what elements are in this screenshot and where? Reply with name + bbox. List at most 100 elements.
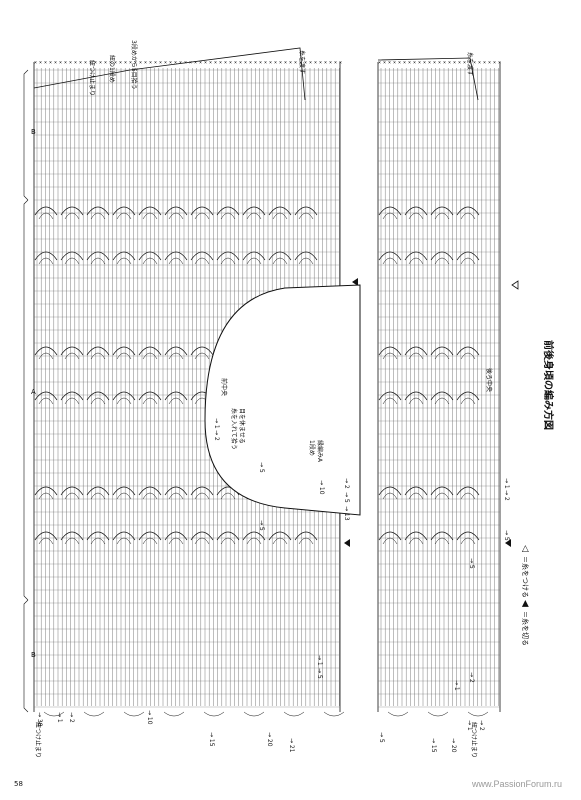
left-shell-inner (194, 212, 210, 220)
left-chain-mark: × (169, 60, 172, 66)
left-shell-inner (90, 352, 106, 360)
right-shell-inner (434, 212, 450, 220)
left-shell-inner (168, 212, 184, 220)
right-shell-inner (408, 537, 424, 545)
left-chain-mark: × (334, 60, 337, 66)
right-row-marker: → 5 (503, 530, 510, 541)
right-row-marker: → 2 (478, 720, 485, 731)
right-edge-arc (427, 711, 449, 717)
left-chain-mark: × (244, 60, 247, 66)
left-shell-motif (60, 251, 84, 261)
right-panel-stitch-grid: ××××××××××××××××××××××××× (377, 57, 519, 717)
legend-cut-symbol: ◀ (520, 600, 530, 607)
section-label-b-top: B (31, 128, 36, 136)
left-row-marker: → 10 (318, 480, 325, 495)
left-shell-motif (60, 206, 84, 216)
left-chain-mark: × (284, 60, 287, 66)
left-chain-mark: × (149, 60, 152, 66)
right-chain-mark: × (388, 60, 391, 66)
left-chain-mark: × (294, 60, 297, 66)
left-row-marker: → 13 (343, 506, 350, 521)
left-shell-inner (194, 537, 210, 545)
left-shell-inner (38, 492, 54, 500)
right-row-markers: → 1→ 2→ 5→ 5→ 2→ 1→ 5→ 15→ 20→ 1→ 2 (378, 478, 510, 753)
left-shell-motif (60, 531, 84, 541)
right-shell-inner (434, 397, 450, 405)
left-shell-inner (64, 352, 80, 360)
left-edge-arc (83, 711, 105, 717)
right-shell-motif (378, 486, 402, 496)
right-shell-inner (408, 397, 424, 405)
right-chain-mark: × (488, 60, 491, 66)
left-shell-motif (86, 391, 110, 401)
left-shell-inner (38, 212, 54, 220)
left-shell-motif (138, 346, 162, 356)
right-row-marker: → 5 (378, 732, 385, 743)
right-shell-inner (460, 257, 476, 265)
left-chain-mark: × (69, 60, 72, 66)
left-shell-motif (138, 531, 162, 541)
left-shell-inner (90, 492, 106, 500)
left-shell-motif (216, 251, 240, 261)
right-chain-mark: × (408, 60, 411, 66)
left-chain-mark: × (199, 60, 202, 66)
left-chain-mark: × (59, 60, 62, 66)
left-row-marker: → 2 (68, 712, 75, 723)
right-shell-inner (434, 257, 450, 265)
left-shell-motif (164, 391, 188, 401)
right-row-marker: → 1 (503, 478, 510, 489)
left-note-strap: 紐の1段め (108, 55, 116, 83)
bracket-a (23, 199, 29, 601)
right-shell-motif (404, 251, 428, 261)
left-shell-inner (220, 537, 236, 545)
left-shell-inner (142, 212, 158, 220)
right-shell-motif (430, 346, 454, 356)
right-shell-inner (408, 212, 424, 220)
left-chain-mark: × (94, 60, 97, 66)
right-row-marker: → 1 (453, 680, 460, 691)
right-shell-inner (434, 537, 450, 545)
left-row-marker: → 38 (36, 712, 43, 727)
cut-marker (344, 539, 350, 547)
left-shell-motif (164, 206, 188, 216)
left-shell-inner (246, 257, 262, 265)
left-shell-motif (60, 486, 84, 496)
right-chain-mark: × (378, 60, 381, 66)
right-shell-inner (382, 212, 398, 220)
left-shell-inner (246, 212, 262, 220)
left-chain-mark: × (129, 60, 132, 66)
right-bottom-note: 紐つけ止まり (470, 722, 478, 758)
left-shell-inner (272, 537, 288, 545)
right-shell-motif (430, 486, 454, 496)
left-shell-inner (90, 397, 106, 405)
left-chain-mark: × (64, 60, 67, 66)
left-shell-inner (38, 537, 54, 545)
left-chain-mark: × (204, 60, 207, 66)
left-chain-mark: × (54, 60, 57, 66)
right-shell-inner (460, 537, 476, 545)
left-shell-motif (112, 486, 136, 496)
left-shell-motif (164, 531, 188, 541)
right-shell-motif (456, 346, 480, 356)
left-row-markers: → 2→ 5→ 13→ 10→ 5→ 1→ 2→ 5→ 1→ 5→ 10→ 15… (36, 418, 350, 753)
left-shell-motif (242, 531, 266, 541)
left-row-marker: → 1 (56, 712, 63, 723)
right-shell-inner (382, 397, 398, 405)
right-shell-motif (456, 251, 480, 261)
left-shell-inner (64, 492, 80, 500)
bracket-b-bottom (23, 599, 29, 713)
back-center-label: 後ろ中央 (485, 368, 493, 392)
neck-opening (204, 284, 361, 516)
left-shell-motif (112, 251, 136, 261)
left-row-marker: → 20 (266, 732, 273, 747)
section-label-b-bottom: B (31, 651, 36, 659)
left-shell-motif (86, 486, 110, 496)
left-shell-inner (142, 537, 158, 545)
left-shell-motif (138, 486, 162, 496)
left-chain-mark: × (254, 60, 257, 66)
right-chain-mark: × (448, 60, 451, 66)
left-row-marker: → 15 (208, 732, 215, 747)
left-chain-mark: × (209, 60, 212, 66)
left-shell-inner (272, 257, 288, 265)
right-shell-inner (408, 492, 424, 500)
